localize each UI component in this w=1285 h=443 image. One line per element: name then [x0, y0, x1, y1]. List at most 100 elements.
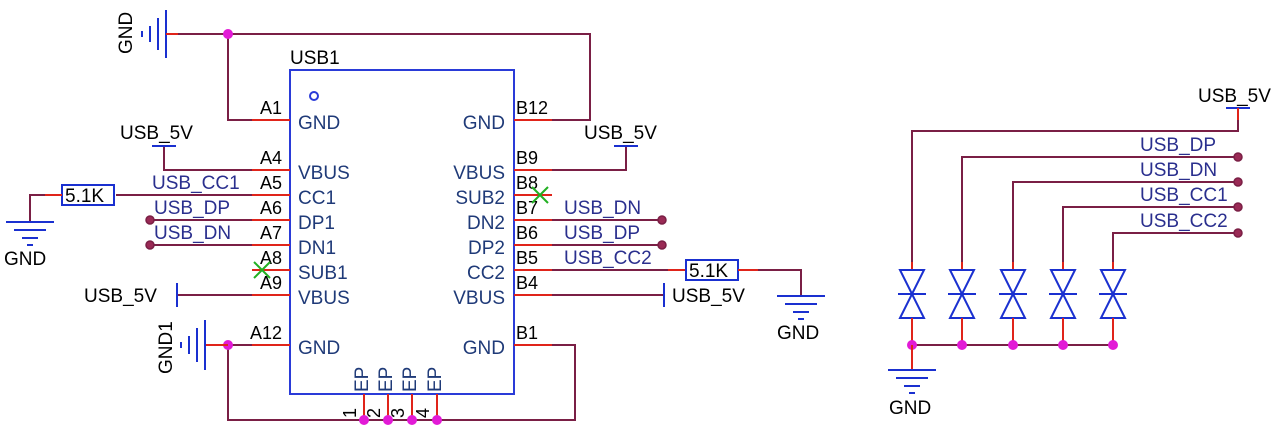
net-cc2-right: USB_CC2 — [564, 248, 652, 269]
net-dp-left: USB_DP — [154, 198, 230, 219]
resistor-left-value: 5.1K — [65, 186, 104, 207]
pin-name-ep4: EP — [425, 367, 446, 392]
wire-tvs-vbus — [911, 120, 1239, 262]
pin-name-a12: GND — [298, 338, 340, 359]
junction-top — [223, 29, 233, 39]
wire-a1-gnd — [227, 34, 252, 121]
junction-ep1 — [359, 415, 369, 425]
port-tvs-cc1 — [1233, 202, 1243, 212]
pin-name-a5: CC1 — [298, 188, 336, 209]
gnd1-symbol: GND1 — [156, 320, 228, 374]
pin-num-ep3: 3 — [388, 408, 408, 418]
pin-num-b6: B6 — [516, 223, 538, 243]
junction-tvs-3 — [1008, 340, 1018, 350]
wire-tvs-dn — [1012, 181, 1238, 262]
usb5v-b4-label: USB_5V — [672, 286, 745, 307]
pin-name-ep3: EP — [400, 367, 421, 392]
pin-name-a6: DP1 — [298, 213, 335, 234]
port-tvs-cc2 — [1233, 228, 1243, 238]
gnd-left-label: GND — [4, 249, 46, 270]
wire-tvs-dp — [961, 156, 1238, 262]
usb5v-tvs-label: USB_5V — [1198, 86, 1271, 107]
pin-num-a12: A12 — [250, 323, 282, 343]
pin1-marker-icon — [309, 91, 319, 101]
pin-name-a1: GND — [298, 113, 340, 134]
tvs-diode-1 — [898, 262, 926, 345]
pin-num-a6: A6 — [260, 198, 282, 218]
no-connect-b8-icon — [531, 186, 549, 204]
tvs-diode-3 — [999, 262, 1027, 345]
tvs-diode-2 — [948, 262, 976, 345]
pin-name-b9: VBUS — [453, 163, 505, 184]
net-dn-right: USB_DN — [564, 198, 641, 219]
pin-num-b4: B4 — [516, 273, 538, 293]
pin-name-b8: SUB2 — [455, 188, 505, 209]
pin-num-ep4: 4 — [413, 408, 433, 418]
gnd-symbol-right: GND — [777, 295, 825, 344]
pin-num-a1: A1 — [260, 98, 282, 118]
net-tvs-cc2: USB_CC2 — [1140, 211, 1228, 232]
pin-name-a4: VBUS — [298, 163, 350, 184]
pin-num-b9: B9 — [516, 148, 538, 168]
usb1-body — [289, 69, 515, 395]
pin-name-ep1: EP — [352, 367, 373, 392]
pin-name-a7: DN1 — [298, 238, 336, 259]
port-dn-left — [145, 240, 155, 250]
pin-name-ep2: EP — [376, 367, 397, 392]
tvs-diode-4 — [1049, 262, 1077, 345]
junction-ep4 — [432, 415, 442, 425]
usb5v-symbol-b4: USB_5V — [663, 283, 745, 307]
pin-num-b12: B12 — [516, 98, 548, 118]
port-tvs-dp — [1233, 152, 1243, 162]
usb5v-a9-label: USB_5V — [84, 286, 157, 307]
junction-tvs-2 — [957, 340, 967, 350]
pin-num-a7: A7 — [260, 223, 282, 243]
wire-a4-vbus — [163, 146, 252, 171]
wire-tvs-cc1 — [1062, 206, 1238, 262]
pin-name-b7: DN2 — [467, 213, 505, 234]
pin-num-b1: B1 — [516, 323, 538, 343]
port-dp-right — [657, 240, 667, 250]
pin-name-a9: VBUS — [298, 288, 350, 309]
wire-r-right-gnd — [758, 269, 802, 296]
net-dp-right: USB_DP — [564, 223, 640, 244]
net-tvs-dn: USB_DN — [1140, 160, 1217, 181]
usb5v-a4-label: USB_5V — [120, 123, 193, 144]
wire-tvs-cc2 — [1112, 232, 1238, 262]
pin-num-a8: A8 — [260, 248, 282, 268]
tvs-diode-5 — [1099, 262, 1127, 345]
resistor-right: 5.1K — [685, 259, 739, 282]
usb5v-symbol-a4: USB_5V — [120, 123, 193, 147]
junction-ep2 — [383, 415, 393, 425]
pin-name-b4: VBUS — [453, 288, 505, 309]
right-pin-stubs — [514, 119, 552, 346]
gnd-top-label: GND — [116, 12, 137, 54]
pin-num-a5: A5 — [260, 173, 282, 193]
junction-tvs-5 — [1108, 340, 1118, 350]
resistor-right-value: 5.1K — [689, 261, 728, 282]
pin-num-ep1: 1 — [340, 408, 360, 418]
pin-name-b12: GND — [463, 113, 505, 134]
pin-name-b6: DP2 — [468, 238, 505, 259]
port-dn-right — [657, 215, 667, 225]
usb5v-symbol-tvs: USB_5V — [1198, 86, 1271, 120]
pin-num-a9: A9 — [260, 273, 282, 293]
pin-num-ep2: 2 — [364, 408, 384, 418]
junction-tvs-4 — [1058, 340, 1068, 350]
pin-name-b5: CC2 — [467, 263, 505, 284]
port-tvs-dn — [1233, 177, 1243, 187]
gnd-symbol-left: GND — [4, 221, 54, 270]
junction-ep3 — [407, 415, 417, 425]
usb1-ref: USB1 — [290, 48, 340, 69]
pin-num-b5: B5 — [516, 248, 538, 268]
usb5v-symbol-a9: USB_5V — [84, 283, 178, 307]
net-dn-left: USB_DN — [154, 223, 231, 244]
wire-b9-vbus — [552, 146, 627, 171]
gnd-symbol-tvs: GND — [888, 369, 936, 419]
gnd1-label: GND1 — [156, 321, 177, 374]
net-cc1-left: USB_CC1 — [152, 173, 240, 194]
no-connect-a8-icon — [253, 261, 271, 279]
pin-num-a4: A4 — [260, 148, 282, 168]
gnd-tvs-label: GND — [889, 398, 931, 419]
